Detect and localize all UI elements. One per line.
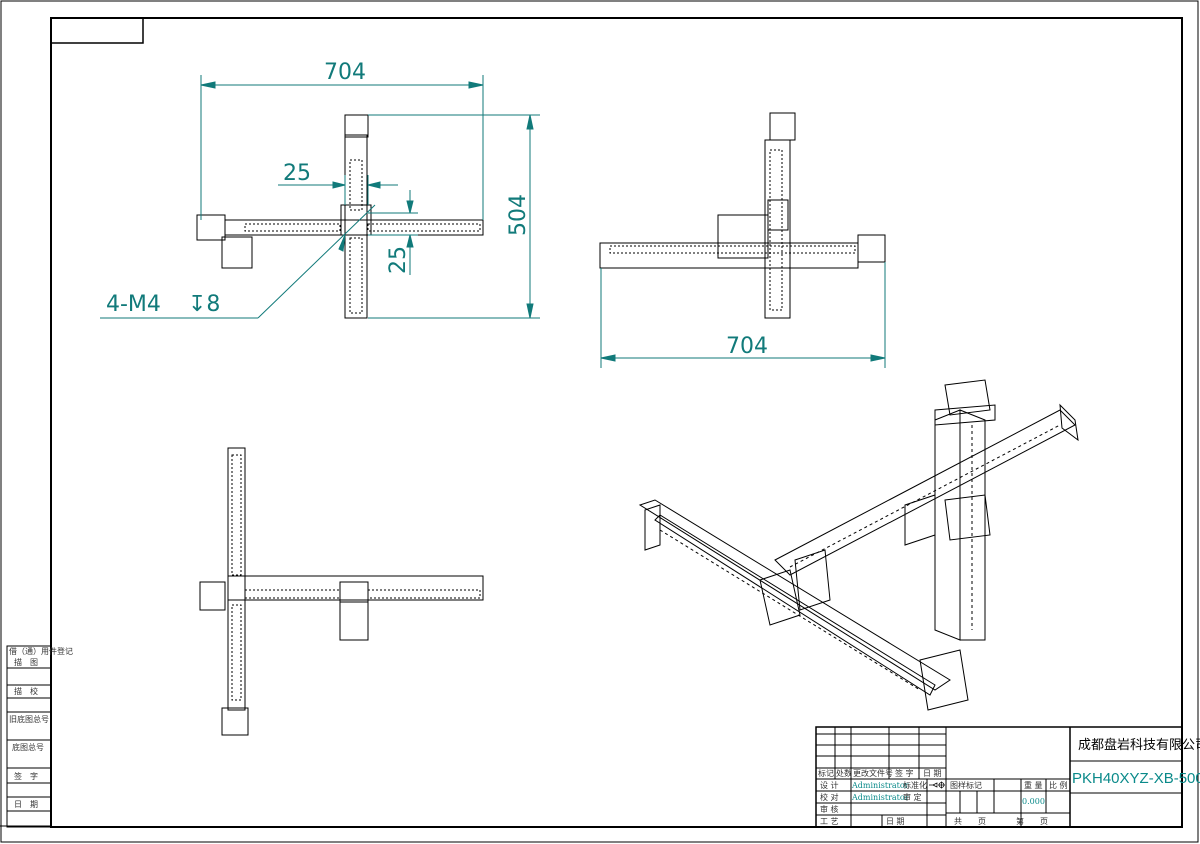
hole-note: 4-M4 (106, 292, 161, 317)
designer-name: Administrator (851, 781, 909, 790)
label-page-number: 第 页 (1016, 816, 1048, 826)
left-table-cell: 日 期 (14, 800, 38, 809)
dimension-offset-x: 25 (283, 161, 311, 186)
header-mark: 标记 (818, 768, 834, 778)
left-table-cell: 描 校 (14, 686, 38, 696)
dimension-width-front: 704 (726, 334, 768, 359)
top-view (196, 114, 484, 319)
left-table-cell: 旧底图总号 (9, 714, 49, 724)
inner-frame (50, 17, 1183, 828)
left-table (0, 645, 52, 828)
header-date: 日 期 (923, 769, 942, 778)
checker-name: Administrator (851, 793, 909, 802)
dimension-offset-y: 25 (386, 246, 411, 274)
label-approve: 审 定 (903, 792, 922, 802)
header-sign: 签 字 (895, 768, 914, 778)
label-design: 设 计 (820, 780, 839, 790)
label-process: 工 艺 (820, 817, 839, 826)
left-table-cell: 签 字 (14, 771, 38, 781)
left-table-cell: 描 图 (14, 657, 38, 667)
side-view (199, 447, 484, 736)
label-date: 日 期 (886, 817, 905, 826)
left-table-cell: 底图总号 (12, 742, 44, 752)
left-table-cell: 借（通）用件登记 (9, 646, 73, 656)
label-review: 审 核 (820, 804, 839, 814)
dimension-width-top: 704 (324, 60, 366, 85)
top-view-dimensions (100, 75, 540, 319)
title-block (815, 726, 1183, 828)
drawing-number: PKH40XYZ-XB-500- (1072, 770, 1200, 787)
dimension-height: 504 (506, 194, 531, 236)
header-count: 处数 (836, 768, 852, 778)
hole-depth: ↧8 (188, 292, 220, 317)
header-change-doc: 更改文件号 (853, 768, 893, 778)
label-check: 校 对 (820, 792, 839, 802)
isometric-view (638, 379, 1079, 711)
label-weight: 重 量 (1024, 780, 1043, 790)
label-standard: 标准化 (903, 780, 927, 790)
front-view (599, 112, 886, 319)
front-view-dimensions (600, 262, 886, 368)
label-scale: 比 例 (1049, 780, 1068, 790)
weight-value: 0.000 (1022, 797, 1045, 806)
corner-box (50, 17, 144, 44)
company-name: 成都盘岩科技有限公司 (1078, 737, 1200, 753)
label-sample-mark: 图样标记 (950, 780, 982, 790)
label-total-pages: 共 页 (954, 817, 986, 826)
projection-symbol-icon (929, 781, 945, 789)
